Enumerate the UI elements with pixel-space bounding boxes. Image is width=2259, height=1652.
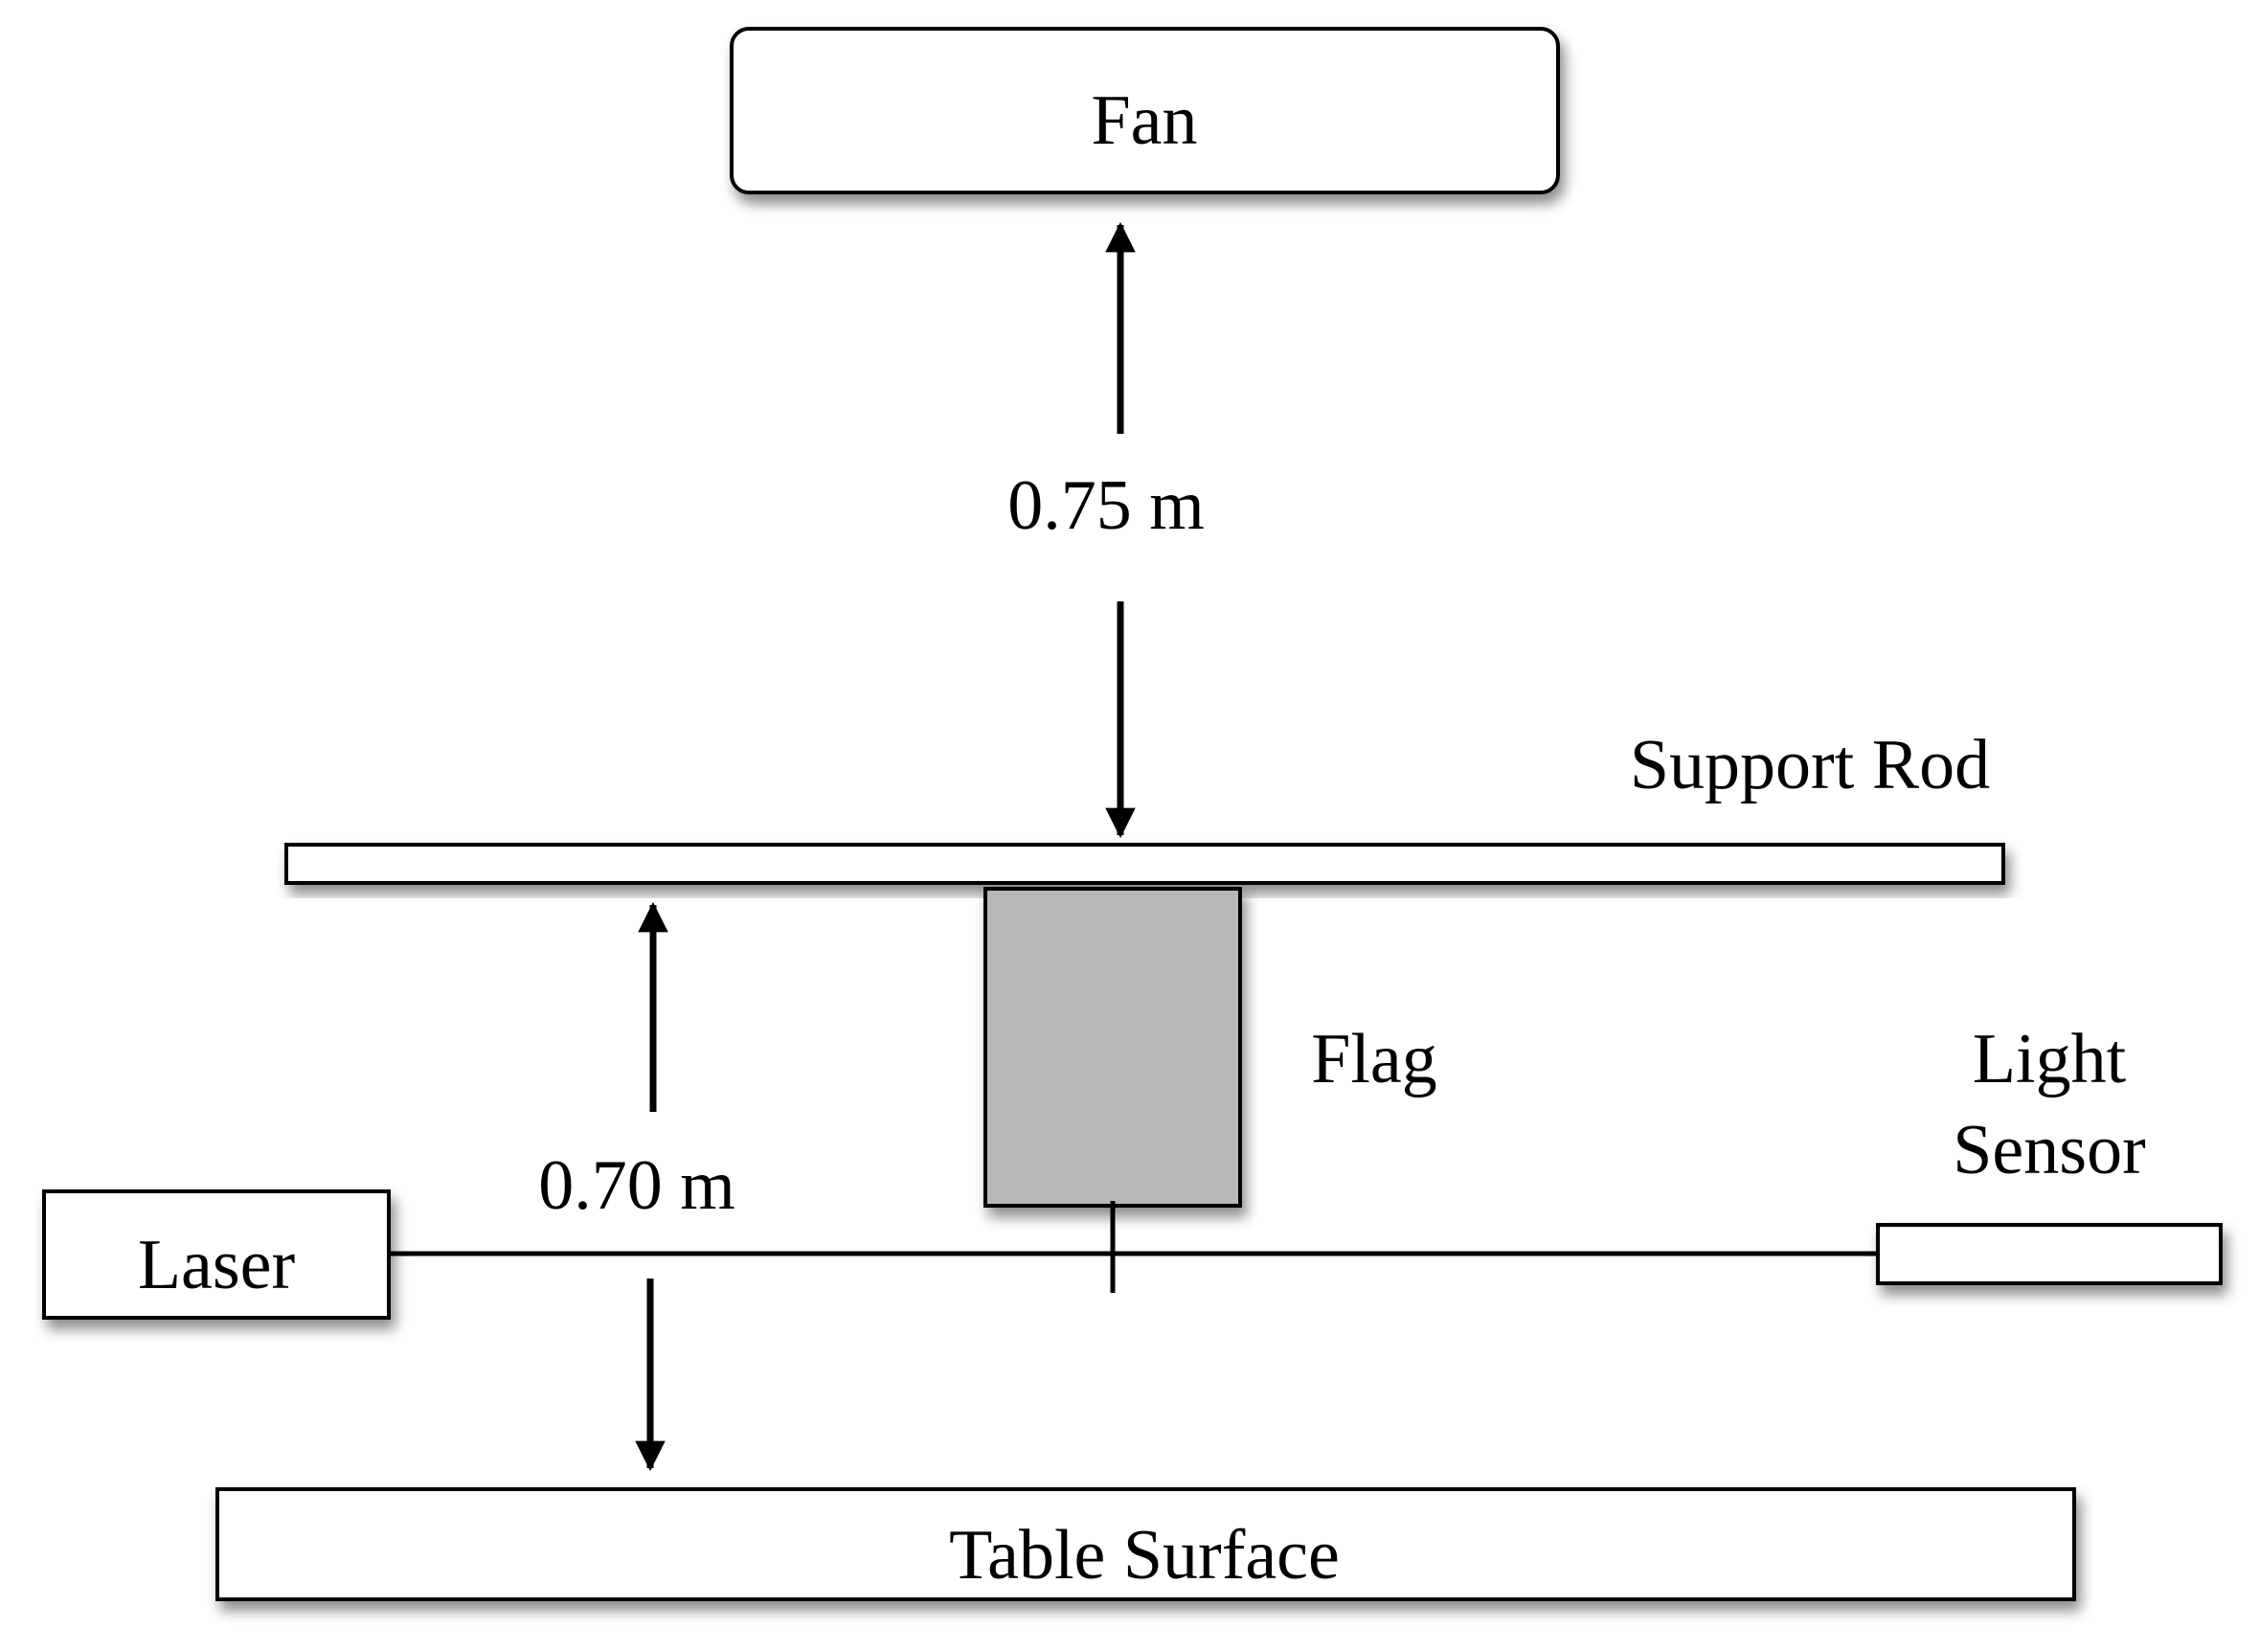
support-rod-label: Support Rod bbox=[1630, 726, 1990, 804]
table-surface bbox=[215, 1487, 2076, 1601]
light-sensor-label-line1: Light bbox=[1973, 1020, 2127, 1098]
fan-label: Fan bbox=[1092, 81, 1198, 160]
lower-distance-label: 0.70 m bbox=[538, 1146, 735, 1225]
fan-box bbox=[730, 27, 1560, 194]
laser-box bbox=[42, 1189, 391, 1320]
flag bbox=[983, 887, 1242, 1208]
light-sensor-box bbox=[1876, 1223, 2223, 1285]
table-surface-label: Table Surface bbox=[949, 1516, 1340, 1595]
light-sensor-label-line2: Sensor bbox=[1953, 1111, 2145, 1189]
flag-label: Flag bbox=[1311, 1020, 1437, 1098]
support-rod bbox=[284, 843, 2005, 885]
laser-label: Laser bbox=[138, 1226, 295, 1304]
upper-distance-label: 0.75 m bbox=[1007, 466, 1205, 545]
